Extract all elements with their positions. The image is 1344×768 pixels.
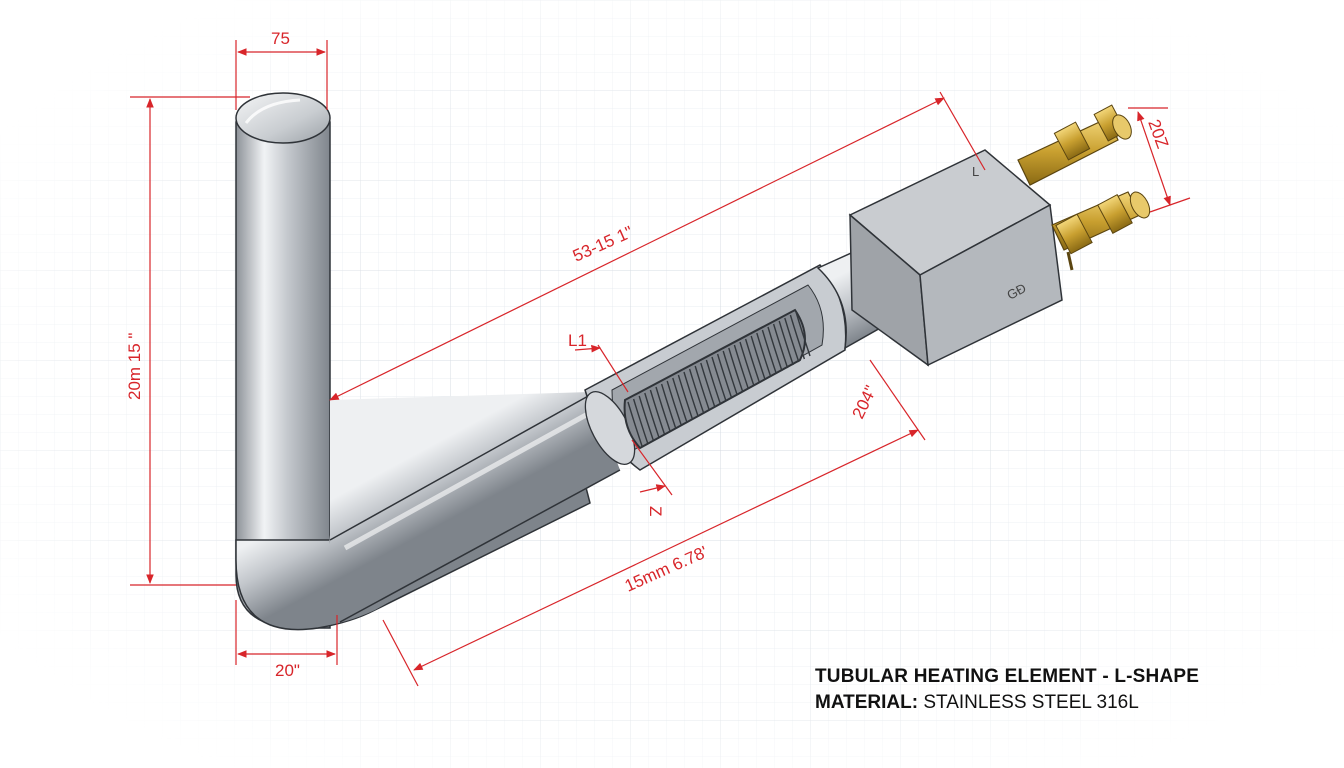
terminal-upper <box>1017 104 1132 186</box>
box-mark-top: L <box>972 164 979 179</box>
material-label: MATERIAL: <box>815 692 919 713</box>
title-block: TUBULAR HEATING ELEMENT - L-SHAPE MATERI… <box>815 664 1199 716</box>
drawing-title: TUBULAR HEATING ELEMENT - L-SHAPE <box>815 666 1200 687</box>
dim-vertical-height: 20m 15 " <box>125 333 144 400</box>
material-line: MATERIAL: STAINLESS STEEL 316L <box>815 690 1199 716</box>
material-value: STAINLESS STEEL 316L <box>923 692 1139 713</box>
dim-cutaway-end: Z <box>646 506 665 516</box>
dim-bottom-width: 20" <box>275 661 300 680</box>
dim-top-width: 75 <box>271 29 290 48</box>
dimension-lines <box>130 40 1191 687</box>
terminal-lower <box>1051 191 1151 271</box>
dim-cutaway-start: L1 <box>568 331 587 350</box>
